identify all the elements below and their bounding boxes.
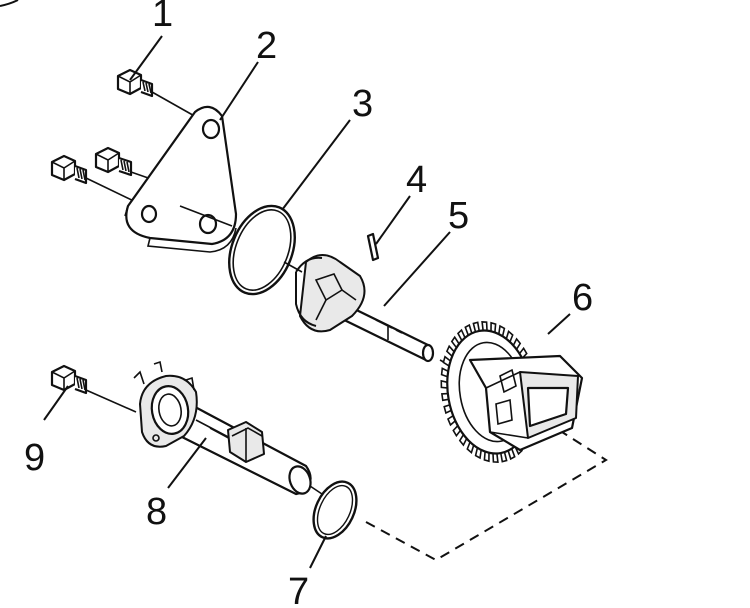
sleeve-axis-line	[309, 485, 323, 495]
callout-6: 6	[572, 277, 593, 319]
leader-8	[167, 437, 207, 489]
callout-2: 2	[256, 25, 277, 67]
leader-9	[43, 385, 69, 421]
plate-hole-left	[140, 204, 158, 224]
bolt9-axis-line	[85, 389, 137, 413]
bolt-bottom	[50, 364, 88, 395]
o-ring-large	[228, 204, 296, 296]
callout-9: 9	[24, 437, 45, 479]
corner-fragment	[0, 0, 19, 7]
pin	[366, 232, 380, 262]
gear-tooth	[481, 321, 488, 332]
o-ring-small	[312, 480, 358, 540]
callout-8: 8	[146, 491, 167, 533]
mounting-plate	[124, 105, 238, 253]
plate-axis-line	[179, 205, 233, 227]
leader-4	[375, 195, 411, 245]
dashed-alignment-line	[365, 431, 608, 562]
sleeve-housing	[133, 360, 312, 496]
bolt3-axis-line	[85, 177, 141, 205]
leader-6	[547, 313, 571, 335]
shaft-with-rotor	[295, 254, 435, 363]
leader-5	[383, 231, 451, 307]
callout-7: 7	[288, 571, 309, 608]
bolt-top-3	[50, 154, 88, 185]
bolt-top-1	[116, 68, 154, 98]
bolt-top-2	[94, 146, 133, 177]
leader-7	[309, 535, 327, 569]
callout-3: 3	[352, 83, 373, 125]
leader-1	[129, 35, 163, 81]
callout-1: 1	[152, 0, 173, 35]
leader-3	[281, 119, 351, 211]
plate-hole-right	[198, 213, 218, 235]
callout-4: 4	[406, 159, 427, 201]
gear-tooth	[492, 452, 499, 463]
ring-axis-line	[283, 261, 303, 273]
callout-5: 5	[448, 195, 469, 237]
plate-hole-top	[201, 118, 221, 140]
bolt1-axis-line	[151, 91, 199, 119]
leader-2	[219, 61, 259, 121]
gear-assembly	[440, 321, 584, 463]
